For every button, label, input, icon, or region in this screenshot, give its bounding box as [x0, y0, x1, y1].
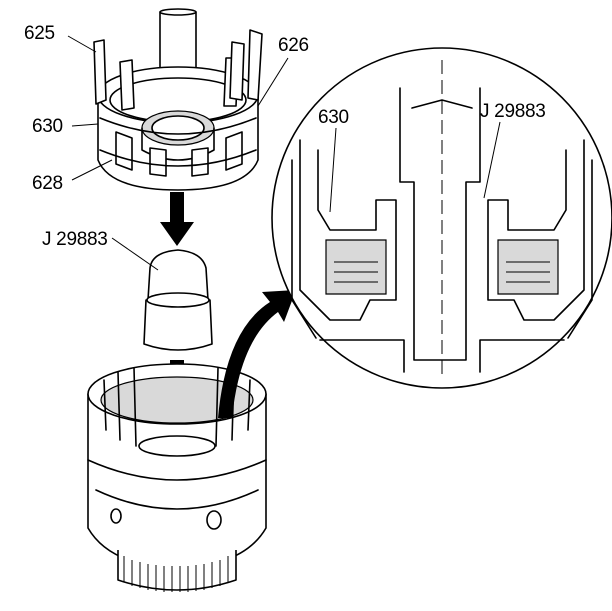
- curved-arrow-icon: [218, 290, 296, 418]
- part-626-label: 626: [278, 35, 309, 56]
- tool-label: J 29883: [42, 229, 108, 250]
- detail-part-630-label: 630: [318, 107, 349, 128]
- detail-tool-label: J 29883: [480, 101, 546, 122]
- tool-j29883: [111, 237, 213, 351]
- part-628-label: 628: [32, 173, 63, 194]
- part-630-label: 630: [32, 116, 63, 137]
- part-625-label: 625: [24, 23, 55, 44]
- down-arrow-icon: [160, 192, 194, 246]
- detail-view: [271, 47, 612, 389]
- leader-lines-upper: [67, 35, 289, 181]
- clutch-housing-assembly: [93, 8, 263, 191]
- clutch-drum: [87, 363, 267, 592]
